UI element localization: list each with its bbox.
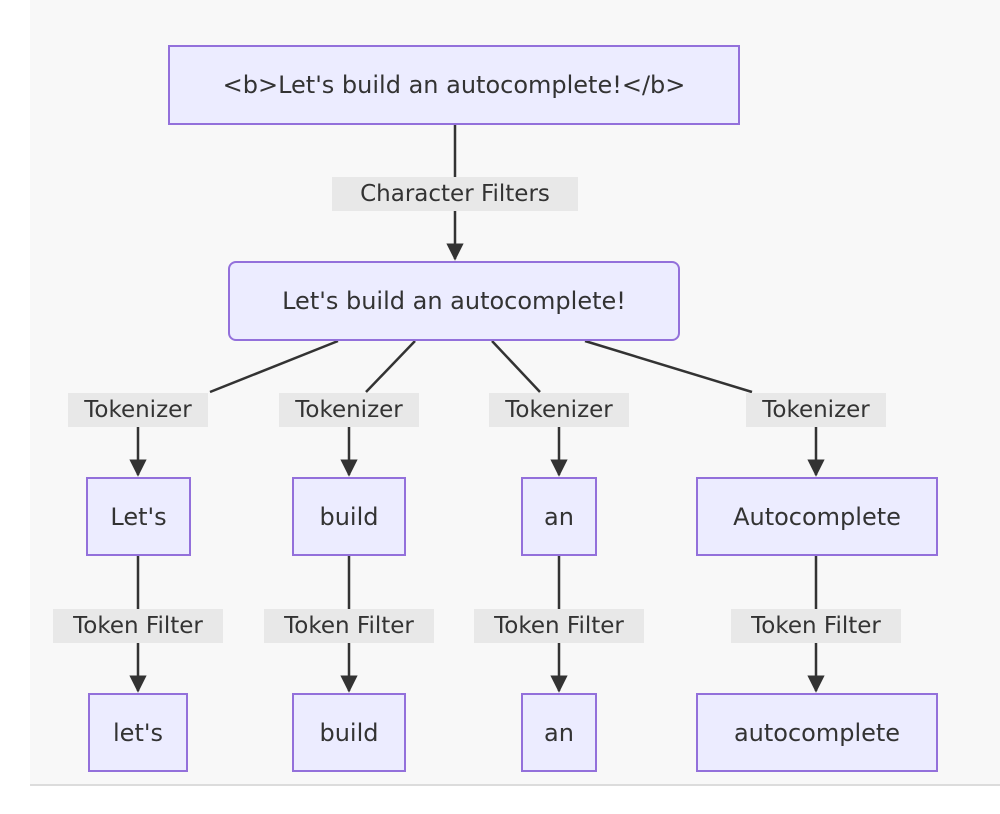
label-token-filter-1: Token Filter — [53, 609, 223, 643]
diagram-background — [30, 0, 1000, 784]
label-character-filters: Character Filters — [332, 177, 578, 211]
node-filtered-build: build — [292, 693, 406, 772]
label-tokenizer-4: Tokenizer — [746, 393, 886, 427]
divider — [30, 784, 1000, 786]
edge-tokenizer-1-upper — [209, 339, 339, 394]
node-token-an: an — [521, 477, 597, 556]
node-token-lets: Let's — [86, 477, 191, 556]
edge-tokenizer-3-upper — [491, 340, 541, 393]
edge-tokenizer-2-upper — [365, 340, 416, 393]
label-tokenizer-3: Tokenizer — [489, 393, 629, 427]
node-filtered-lets: let's — [88, 693, 188, 772]
node-token-autocomplete: Autocomplete — [696, 477, 938, 556]
node-filtered-an: an — [521, 693, 597, 772]
node-filtered-autocomplete: autocomplete — [696, 693, 938, 772]
edge-tokenizer-4-upper — [584, 339, 753, 394]
label-tokenizer-1: Tokenizer — [68, 393, 208, 427]
label-token-filter-4: Token Filter — [731, 609, 901, 643]
label-token-filter-2: Token Filter — [264, 609, 434, 643]
node-token-build: build — [292, 477, 406, 556]
node-html-input: <b>Let's build an autocomplete!</b> — [168, 45, 740, 125]
node-stripped-text: Let's build an autocomplete! — [228, 261, 680, 341]
label-token-filter-3: Token Filter — [474, 609, 644, 643]
label-tokenizer-2: Tokenizer — [279, 393, 419, 427]
